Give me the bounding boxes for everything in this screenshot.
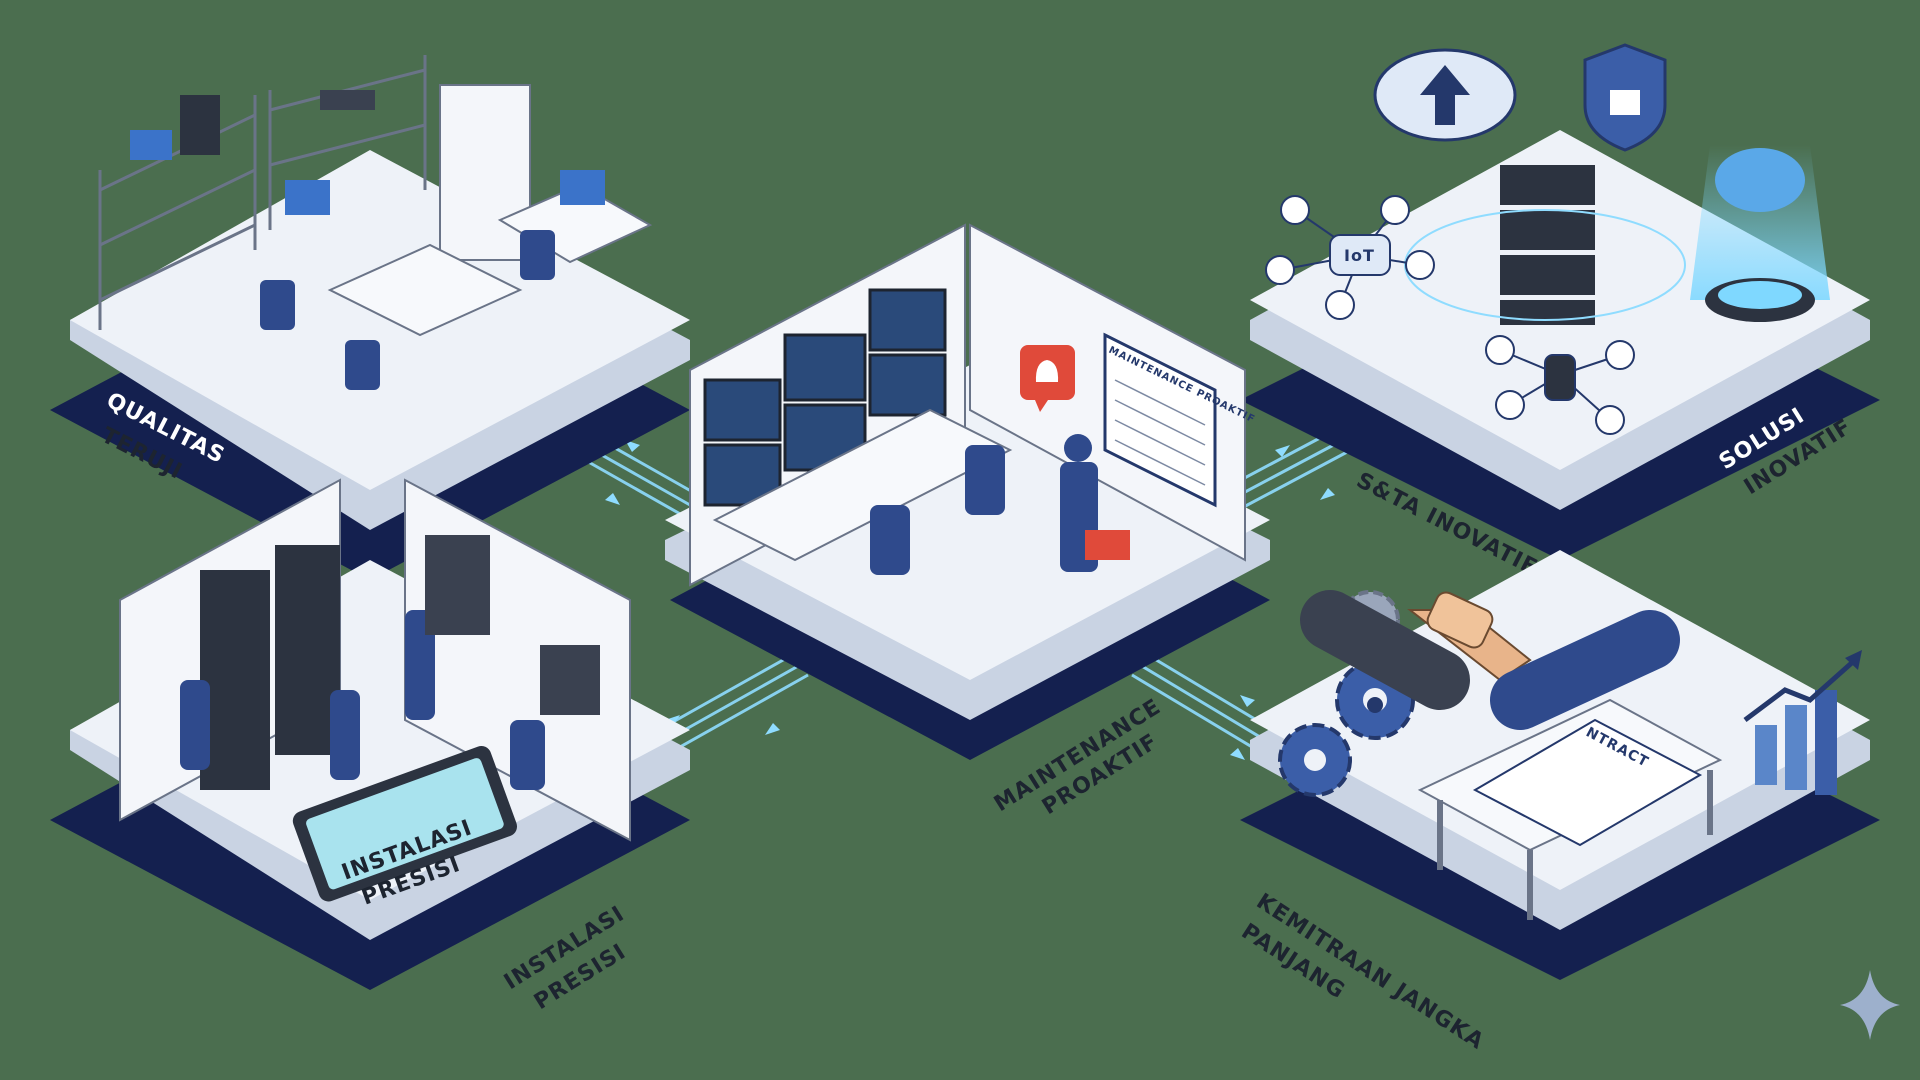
tablet: [292, 745, 518, 902]
platform-top: [70, 150, 690, 490]
arrow: [1240, 695, 1255, 707]
handshake-icon: [1300, 590, 1680, 730]
module-instalasi-presisi[interactable]: [50, 478, 690, 990]
router: [320, 90, 375, 110]
patch-panel: [540, 645, 600, 715]
arrow: [1320, 488, 1335, 500]
iot-hub-label: IoT: [1344, 246, 1375, 265]
shield-lock-icon: [1583, 43, 1667, 152]
desk: [327, 243, 523, 337]
arrow: [765, 723, 780, 735]
module-maintenance-proaktif[interactable]: [665, 223, 1270, 760]
cloud-upload-icon: [1373, 48, 1517, 142]
cabinet: [439, 84, 531, 261]
arrow: [1230, 748, 1245, 760]
monitor-wall: [703, 288, 947, 507]
schedule-board: [1103, 332, 1217, 508]
technicians: [180, 610, 545, 790]
sparkle-icon: [1840, 970, 1900, 1040]
computer-tower: [180, 95, 220, 155]
growth-chart-icon: [1743, 650, 1862, 795]
module-kemitraan-jangka-panjang[interactable]: [1240, 550, 1880, 980]
contract-document: [1472, 718, 1703, 847]
alert-bell-icon: [1020, 345, 1075, 412]
desk-monitor: [560, 170, 605, 205]
contract-table: [1417, 698, 1723, 920]
iot-network-icon: [1265, 195, 1435, 320]
module-qualitas-teruji[interactable]: [50, 55, 690, 580]
server-stack-icon: [1500, 165, 1595, 325]
arrow: [1275, 445, 1290, 457]
module-solusi-inovatif[interactable]: IoT: [1240, 130, 1880, 560]
arrow: [605, 493, 620, 505]
ai-brain-icon: [1690, 145, 1830, 322]
arrow: [625, 440, 640, 452]
patch-panel: [425, 535, 490, 635]
field-technician: [1060, 434, 1130, 572]
office-chairs: [260, 230, 555, 390]
monitor: [285, 180, 330, 215]
server-racks: [200, 545, 340, 790]
database-icon: [1485, 335, 1635, 435]
control-desk: [712, 408, 1013, 562]
laptop: [130, 130, 172, 160]
operators: [870, 445, 1005, 575]
